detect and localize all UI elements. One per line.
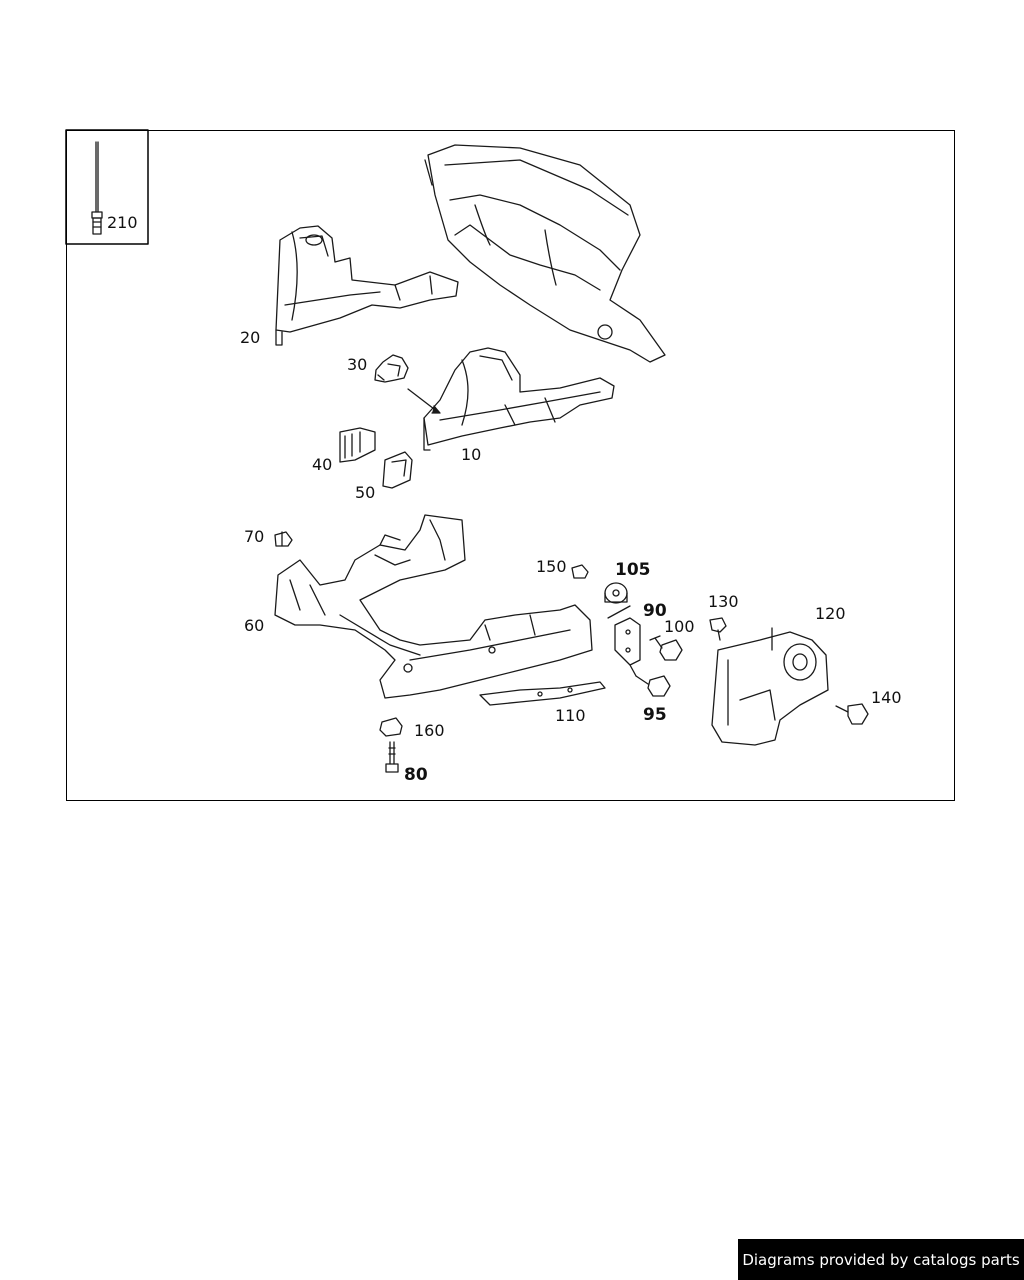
reinforcement-50: [382, 451, 413, 489]
bolt-140: [835, 703, 869, 725]
clip-nut-70: [274, 531, 293, 547]
bolt-130: [709, 617, 727, 641]
front-side-member-20: [275, 225, 459, 346]
bushing-105: [604, 582, 628, 604]
label-110: 110: [555, 706, 586, 725]
label-210: 210: [107, 213, 138, 232]
front-side-member-10: [407, 347, 615, 451]
label-20: 20: [240, 328, 261, 347]
label-140: 140: [871, 688, 902, 707]
label-120: 120: [815, 604, 846, 623]
engine-mount-bracket-120: [711, 627, 829, 746]
strip-110: [479, 681, 606, 706]
nut-160: [379, 717, 403, 737]
label-60: 60: [244, 616, 265, 635]
bolt-100: [649, 635, 683, 661]
label-150: 150: [536, 557, 567, 576]
bolt-95: [629, 664, 671, 697]
firewall-panel: [424, 144, 666, 363]
diagram-frame: [66, 130, 955, 801]
reinforcement-40: [339, 427, 376, 463]
label-160: 160: [414, 721, 445, 740]
attribution-footer: Diagrams provided by catalogs parts: [738, 1239, 1024, 1280]
label-50: 50: [355, 483, 376, 502]
bracket-30: [374, 354, 409, 383]
label-105: 105: [615, 560, 651, 580]
label-40: 40: [312, 455, 333, 474]
label-10: 10: [461, 445, 482, 464]
bracket-plate-90: [607, 605, 641, 666]
label-30: 30: [347, 355, 368, 374]
clip-nut-150: [571, 564, 589, 579]
long-bolt-210: [91, 141, 103, 235]
label-130: 130: [708, 592, 739, 611]
label-100: 100: [664, 617, 695, 636]
label-70: 70: [244, 527, 265, 546]
label-80: 80: [404, 765, 428, 785]
label-90: 90: [643, 601, 667, 621]
label-95: 95: [643, 705, 667, 725]
subframe-60: [274, 514, 593, 699]
bolt-80: [385, 741, 399, 773]
